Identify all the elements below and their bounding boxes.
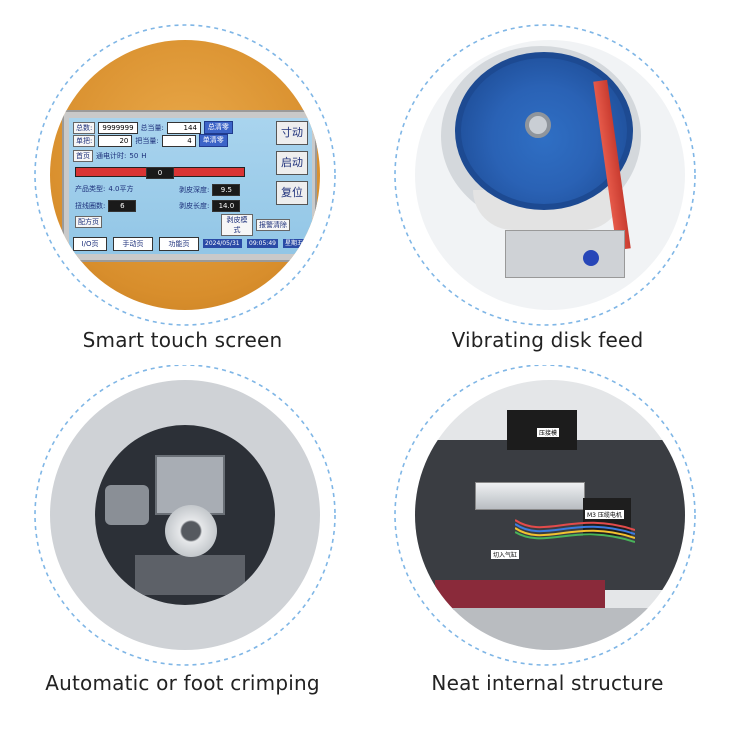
time-readout: 09:05:49 [247,239,278,248]
crimp-view-window [95,425,275,605]
recipe-button[interactable]: 配方页 [75,216,102,228]
total-label: 总数: [73,121,96,134]
timer-value: 50 [129,152,139,160]
alarm-clear-button[interactable]: 报警清除 [256,219,290,231]
air-cylinder [475,482,585,510]
total-current-value: 144 [166,121,201,134]
total-current-label: 总当量: [140,123,164,132]
feature-tile-touch-screen: 总数: 9999999 总当量: 144 总清零 单把: 20 把当量: 4 单… [0,0,365,365]
vibrating-disk-photo [415,40,685,310]
strip-length-value[interactable]: 14.0 [212,200,241,212]
feature-tile-crimping: Automatic or foot crimping [0,365,365,730]
feature-tile-internal-structure: 压接模 M3 压缆电机 切入气缸 Neat internal structure [365,365,730,730]
timer-unit: H [141,152,147,160]
home-tab[interactable]: 首页 [73,150,93,162]
single-current-value: 4 [161,134,196,147]
strip-depth-value[interactable]: 9.5 [212,184,241,196]
single-label: 单把: [73,134,96,147]
total-clear-button[interactable]: 总清零 [203,121,233,134]
caption-vibrating-disk: Vibrating disk feed [451,328,644,352]
twist-label: 扭线圈数: [75,202,106,210]
single-clear-button[interactable]: 单清零 [198,134,228,147]
internal-structure-photo: 压接模 M3 压缆电机 切入气缸 [415,380,685,650]
io-button[interactable]: I/O页 [73,237,107,251]
weekday-readout: 星期五 [283,239,306,248]
crimp-wheel [165,505,217,557]
touch-screen-display: 总数: 9999999 总当量: 144 总清零 单把: 20 把当量: 4 单… [69,118,312,254]
tag-cut-cylinder: 切入气缸 [491,550,520,559]
progress-bar: 0 [75,167,245,179]
total-value: 9999999 [98,121,138,134]
single-value: 20 [98,134,133,147]
strip-depth-label: 剥皮深度: [179,186,210,194]
timer-label: 通电计时: [96,152,127,160]
crimping-photo [50,380,320,650]
jog-button[interactable]: 寸动 [276,121,308,145]
strip-mode-button[interactable]: 剥皮模式 [221,214,253,236]
date-readout: 2024/05/31 [203,239,242,248]
manual-button[interactable]: 手动页 [113,237,153,251]
product-type-label: 产品类型: [75,185,106,193]
caption-crimping: Automatic or foot crimping [45,671,320,695]
touch-screen-photo: 总数: 9999999 总当量: 144 总清零 单把: 20 把当量: 4 单… [50,40,320,310]
tag-crimp-mold: 压接模 [537,428,560,437]
feature-tile-vibrating-disk: Vibrating disk feed [365,0,730,365]
twist-value[interactable]: 6 [108,200,137,212]
product-type-value: 4.0平方 [108,185,134,193]
touch-screen-bezel: 总数: 9999999 总当量: 144 总清零 单把: 20 把当量: 4 单… [62,110,317,262]
counter-value: 0 [146,167,174,179]
strip-length-label: 剥皮长度: [179,202,210,210]
function-button[interactable]: 功能页 [159,237,199,251]
caption-touch-screen: Smart touch screen [82,328,283,352]
reset-button[interactable]: 复位 [276,181,308,205]
caption-internal-structure: Neat internal structure [431,671,664,695]
single-current-label: 把当量: [135,136,159,145]
tag-motor: M3 压缆电机 [585,510,624,519]
wire-harness [515,519,635,543]
start-button[interactable]: 启动 [276,151,308,175]
